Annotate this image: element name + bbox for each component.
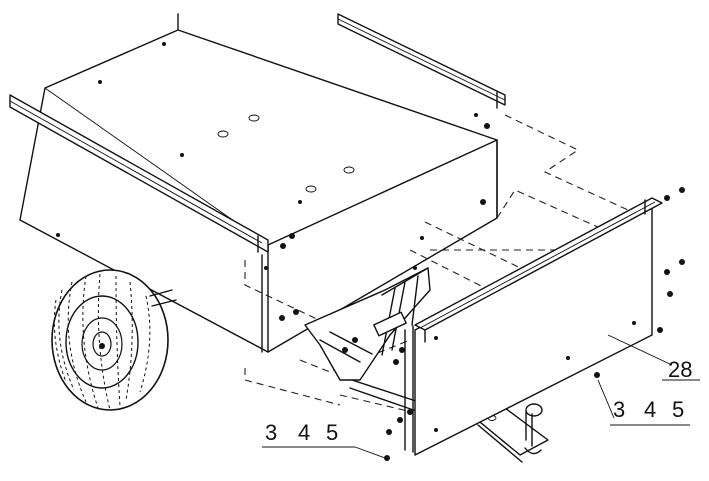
far-side-rail xyxy=(177,13,506,109)
near-side-rail xyxy=(9,94,269,253)
callout-left: 3 4 5 xyxy=(265,420,338,445)
wheel xyxy=(51,269,177,411)
callout-right-digit-1: 3 xyxy=(613,397,625,422)
trailer-floor xyxy=(19,29,498,353)
bolts xyxy=(279,123,685,461)
callout-right: 3 4 5 xyxy=(613,397,684,422)
callout-leaders xyxy=(262,334,700,459)
callout-left-digit-2: 4 xyxy=(298,420,310,445)
callout-right-digit-3: 5 xyxy=(672,397,684,422)
callout-right-digit-2: 4 xyxy=(644,397,656,422)
tow-hitch xyxy=(474,403,549,463)
underframe xyxy=(304,267,431,415)
callout-part-28: 28 xyxy=(668,357,692,382)
callout-left-digit-1: 3 xyxy=(265,420,277,445)
front-panel-28 xyxy=(414,197,663,456)
callout-left-digit-3: 5 xyxy=(326,420,338,445)
